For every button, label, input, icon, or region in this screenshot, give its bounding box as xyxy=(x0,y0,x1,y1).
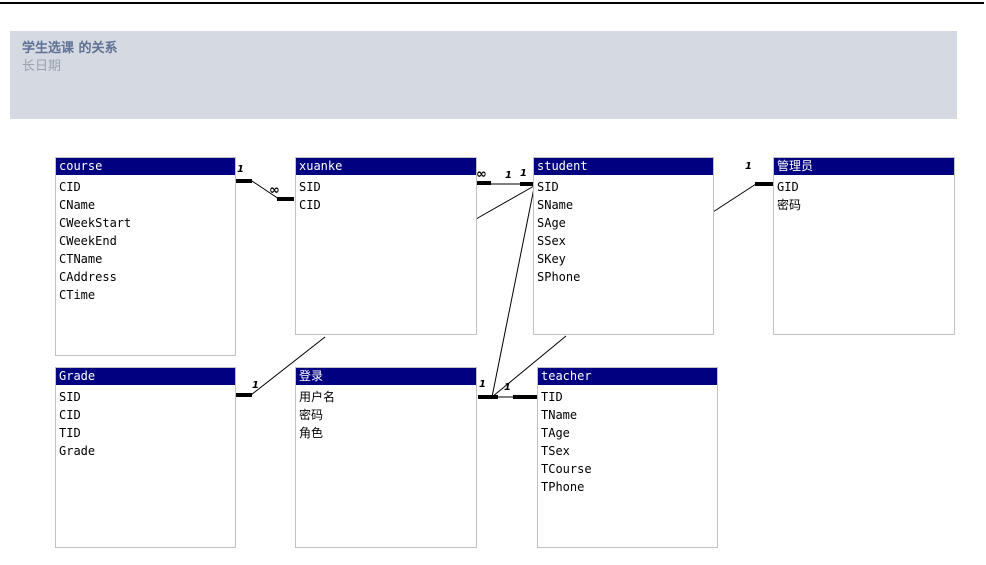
field-student-sage[interactable]: SAge xyxy=(537,216,566,230)
field-student-sname[interactable]: SName xyxy=(537,198,574,212)
field-teacher-tage[interactable]: TAge xyxy=(541,426,570,440)
field-grade-grade[interactable]: Grade xyxy=(59,444,96,458)
table-teacher[interactable]: teacher TID TName TAge TSex TCourse TPho… xyxy=(537,367,718,548)
field-teacher-tphone[interactable]: TPhone xyxy=(541,480,585,494)
cardinality-one-grade: 1 xyxy=(252,380,259,391)
connector-bar-course xyxy=(236,179,252,183)
report-subtitle: 长日期 xyxy=(22,59,62,74)
table-student-header[interactable]: student xyxy=(534,158,713,175)
field-xuanke-sid[interactable]: SID xyxy=(299,180,321,194)
relationship-line-admin-upper[interactable] xyxy=(712,183,757,213)
field-student-ssex[interactable]: SSex xyxy=(537,234,566,248)
table-teacher-header[interactable]: teacher xyxy=(538,368,717,385)
cardinality-one-login: 1 xyxy=(479,379,486,390)
table-xuanke-header[interactable]: xuanke xyxy=(296,158,476,175)
table-course-fields: CID CName CWeekStart CWeekEnd CTName CAd… xyxy=(56,175,235,304)
field-course-ctname[interactable]: CTName xyxy=(59,252,103,266)
cardinality-many-xuanke-right: ∞ xyxy=(476,167,487,182)
report-header-band: 学生选课 的关系 长日期 xyxy=(10,31,957,119)
relationship-line-course-xuanke[interactable] xyxy=(251,180,280,200)
field-course-caddress[interactable]: CAddress xyxy=(59,270,117,284)
field-teacher-tid[interactable]: TID xyxy=(541,390,563,404)
cardinality-many-xuanke-left: ∞ xyxy=(269,183,280,198)
table-login-header[interactable]: 登录 xyxy=(296,368,476,385)
connector-bar-xuanke-left xyxy=(277,197,294,201)
cardinality-one-student-a: 1 xyxy=(505,170,512,181)
cardinality-one-admin: 1 xyxy=(745,161,752,172)
field-student-sid[interactable]: SID xyxy=(537,180,559,194)
field-course-cweekend[interactable]: CWeekEnd xyxy=(59,234,117,248)
relationship-line-student-grade-lower[interactable] xyxy=(250,336,326,396)
table-grade-fields: SID CID TID Grade xyxy=(56,385,235,460)
cardinality-one-student-b: 1 xyxy=(520,168,527,179)
field-course-ctime[interactable]: CTime xyxy=(59,288,96,302)
table-grade-header[interactable]: Grade xyxy=(56,368,235,385)
field-course-cname[interactable]: CName xyxy=(59,198,96,212)
connector-bar-teacher-left xyxy=(513,395,537,399)
top-divider-rule xyxy=(0,2,984,4)
field-course-cweekstart[interactable]: CWeekStart xyxy=(59,216,132,230)
relationship-line-student-grade-upper[interactable] xyxy=(475,185,535,220)
connector-bar-login-right xyxy=(478,395,498,399)
table-admin-header[interactable]: 管理员 xyxy=(774,158,954,175)
table-admin-fields: GID 密码 xyxy=(774,175,954,214)
field-login-username[interactable]: 用户名 xyxy=(299,390,336,404)
connector-bar-grade xyxy=(236,393,252,397)
cardinality-one-teacher: 1 xyxy=(504,382,511,393)
report-title: 学生选课 的关系 xyxy=(22,41,118,56)
field-admin-gid[interactable]: GID xyxy=(777,180,799,194)
table-student-fields: SID SName SAge SSex SKey SPhone xyxy=(534,175,713,286)
table-grade[interactable]: Grade SID CID TID Grade xyxy=(55,367,236,548)
table-xuanke-fields: SID CID xyxy=(296,175,476,214)
field-grade-sid[interactable]: SID xyxy=(59,390,81,404)
field-login-role[interactable]: 角色 xyxy=(299,426,324,440)
field-student-skey[interactable]: SKey xyxy=(537,252,566,266)
connector-bar-admin xyxy=(755,182,773,186)
table-course-header[interactable]: course xyxy=(56,158,235,175)
field-teacher-tsex[interactable]: TSex xyxy=(541,444,570,458)
field-grade-cid[interactable]: CID xyxy=(59,408,81,422)
table-teacher-fields: TID TName TAge TSex TCourse TPhone xyxy=(538,385,717,496)
relationship-line-student-login[interactable] xyxy=(491,187,535,398)
connector-bar-xuanke-right xyxy=(477,181,491,185)
cardinality-one-course: 1 xyxy=(237,164,244,175)
field-teacher-tname[interactable]: TName xyxy=(541,408,578,422)
field-xuanke-cid[interactable]: CID xyxy=(299,198,321,212)
connector-bar-student-left xyxy=(520,182,533,186)
field-teacher-tcourse[interactable]: TCourse xyxy=(541,462,592,476)
relationship-line-admin-lower[interactable] xyxy=(491,335,567,398)
table-login-fields: 用户名 密码 角色 xyxy=(296,385,476,442)
field-grade-tid[interactable]: TID xyxy=(59,426,81,440)
field-student-sphone[interactable]: SPhone xyxy=(537,270,581,284)
table-course[interactable]: course CID CName CWeekStart CWeekEnd CTN… xyxy=(55,157,236,356)
field-course-cid[interactable]: CID xyxy=(59,180,81,194)
table-admin[interactable]: 管理员 GID 密码 xyxy=(773,157,955,335)
table-xuanke[interactable]: xuanke SID CID xyxy=(295,157,477,335)
field-login-password[interactable]: 密码 xyxy=(299,408,324,422)
field-admin-password[interactable]: 密码 xyxy=(777,198,802,212)
table-login[interactable]: 登录 用户名 密码 角色 xyxy=(295,367,477,548)
table-student[interactable]: student SID SName SAge SSex SKey SPhone xyxy=(533,157,714,335)
